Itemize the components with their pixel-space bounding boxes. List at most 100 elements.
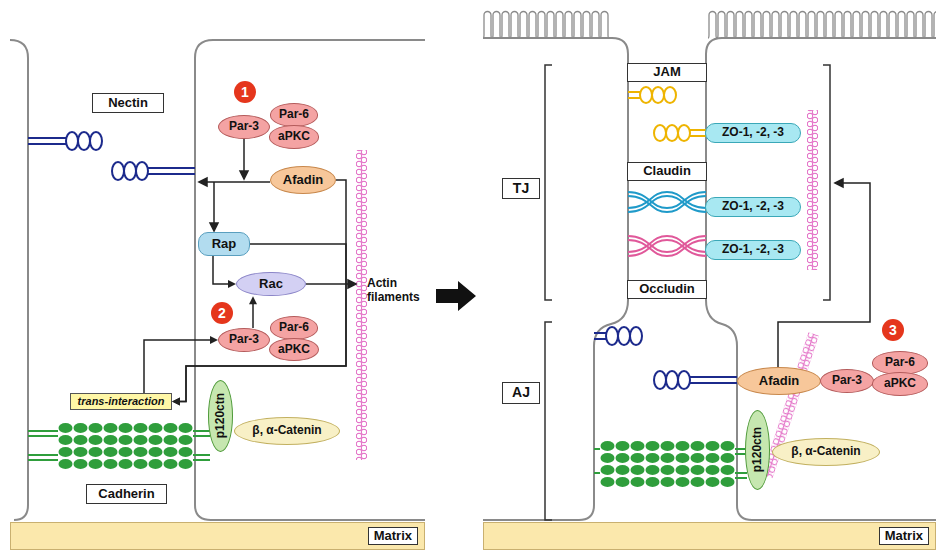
claudin-strand (628, 192, 706, 208)
jam-molecule (628, 87, 706, 141)
actin-filament (356, 150, 367, 460)
protein-blob: Par-3 (218, 115, 270, 139)
callout-number: 3 (882, 319, 904, 341)
protein-blob: β, α-Catenin (234, 417, 340, 445)
jam-molecule (678, 125, 690, 141)
node-text: Nectin (108, 96, 148, 110)
node-text: aPKC (278, 343, 310, 356)
nectin-molecule (618, 327, 630, 345)
connector (172, 180, 346, 406)
connector (144, 336, 218, 393)
transition-arrow (436, 281, 476, 311)
node-text: ZO-1, -2, -3 (722, 126, 784, 139)
cadherin-molecule (28, 459, 58, 461)
node-text: Rap (212, 237, 237, 251)
claudin-strand (628, 236, 706, 252)
cadherin-molecule (594, 448, 600, 450)
node-text: p120ctn (751, 427, 764, 472)
claudin-strand (628, 192, 706, 208)
cadherin-molecule (600, 440, 735, 488)
cadherin-molecule (28, 431, 747, 478)
connector (249, 296, 257, 328)
nectin-molecule (630, 327, 642, 345)
node-text: aPKC (884, 377, 916, 390)
protein-blob: Par-3 (820, 369, 874, 393)
bracket (545, 322, 552, 520)
band-label: Matrix (368, 527, 418, 545)
region-label: AJ (502, 382, 540, 404)
arrow (240, 171, 248, 179)
protein-blob: p120ctn (745, 410, 770, 490)
jam-molecule (690, 135, 706, 137)
callout-number: 2 (211, 302, 233, 324)
cadherin-molecule (193, 435, 210, 437)
nectin-molecule (690, 382, 737, 384)
arrowhead (172, 398, 180, 406)
claudin-strand (628, 236, 706, 252)
nectin-molecule (28, 132, 737, 389)
nectin-molecule (678, 371, 690, 389)
protein-box: ZO-1, -2, -3 (705, 197, 801, 217)
arrowhead (210, 336, 218, 344)
arrowhead (172, 398, 180, 406)
cadherin-molecule (28, 454, 58, 456)
node-text: Afadin (283, 173, 323, 187)
microvilli (708, 8, 936, 39)
nectin-molecule (690, 376, 737, 378)
cell-membrane (195, 40, 425, 520)
nectin-molecule (654, 371, 666, 389)
connector-line (252, 302, 254, 328)
protein-blob: aPKC (269, 338, 319, 361)
claudin-strand (628, 240, 706, 256)
nectin-molecule (112, 162, 124, 180)
jam-molecule (652, 87, 664, 103)
callout-number: 1 (241, 85, 249, 99)
protein-blob: Par-3 (218, 328, 270, 352)
arrow (210, 223, 218, 231)
node-text: Par-6 (279, 108, 309, 121)
matrix-band: Matrix (10, 522, 425, 550)
bracket (823, 65, 830, 300)
cadherin-molecule (735, 472, 747, 474)
nectin-molecule (666, 371, 678, 389)
node-text: Occludin (639, 282, 695, 296)
node-text: Par-6 (279, 321, 309, 334)
claudin-strand (628, 236, 706, 256)
arrow (835, 179, 843, 187)
cadherin-molecule (193, 454, 210, 456)
jam-molecule (640, 87, 652, 103)
nectin-molecule (78, 132, 90, 150)
node-text: JAM (653, 65, 680, 79)
connector (172, 244, 346, 406)
node-text: AJ (512, 385, 530, 400)
nectin-molecule (594, 338, 606, 340)
jam-molecule (654, 125, 666, 141)
node-text: Afadin (759, 374, 799, 388)
actin-filament (807, 110, 818, 270)
band-label: Matrix (879, 527, 929, 545)
claudin-strand (628, 192, 706, 212)
node-text: Par-3 (229, 120, 259, 133)
node-text: ZO-1, -2, -3 (722, 200, 784, 213)
claudin-strand (628, 196, 706, 212)
node-text: Par-6 (885, 356, 915, 369)
nectin-molecule (28, 143, 66, 145)
connector-line (213, 256, 230, 284)
protein-blob: aPKC (269, 125, 319, 148)
nectin-molecule (136, 162, 148, 180)
callout-number: 2 (218, 306, 226, 320)
protein-box: ZO-1, -2, -3 (705, 123, 801, 143)
protein-box: ZO-1, -2, -3 (705, 240, 801, 260)
protein-blob: Rac (236, 272, 306, 297)
jam-molecule (664, 87, 676, 103)
arrowhead (228, 280, 236, 288)
nectin-molecule (606, 327, 618, 345)
node-text: β, α-Catenin (791, 445, 860, 458)
nectin-molecule (594, 332, 606, 334)
arrow (213, 182, 215, 225)
cadherin-molecule (28, 430, 58, 432)
